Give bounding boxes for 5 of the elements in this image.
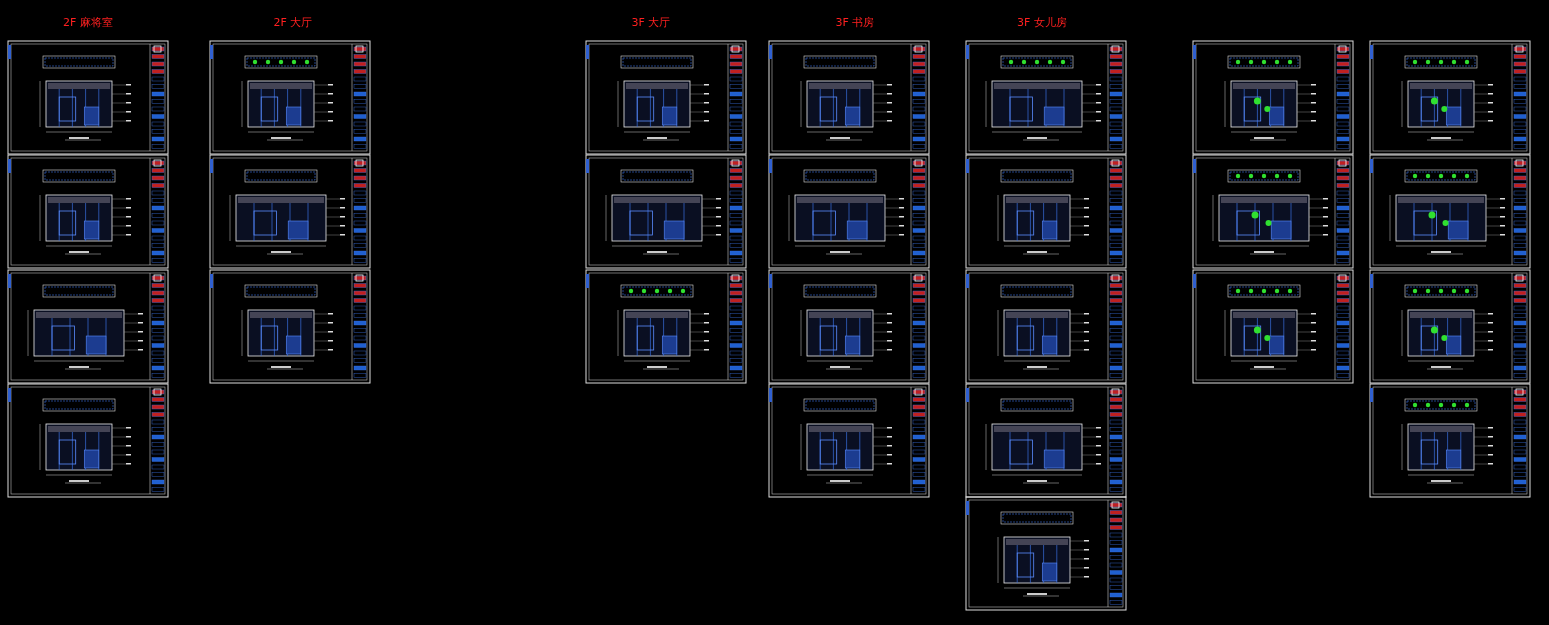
sheet-group-title: 2F 麻将室 [63,15,113,30]
sheet-group-title: 3F 大厅 [631,15,671,30]
sheet-group-title: 3F 女儿房 [1017,15,1067,30]
sheet-group-title: 2F 大厅 [273,15,313,30]
sheet-group-title: 3F 书房 [835,15,875,30]
